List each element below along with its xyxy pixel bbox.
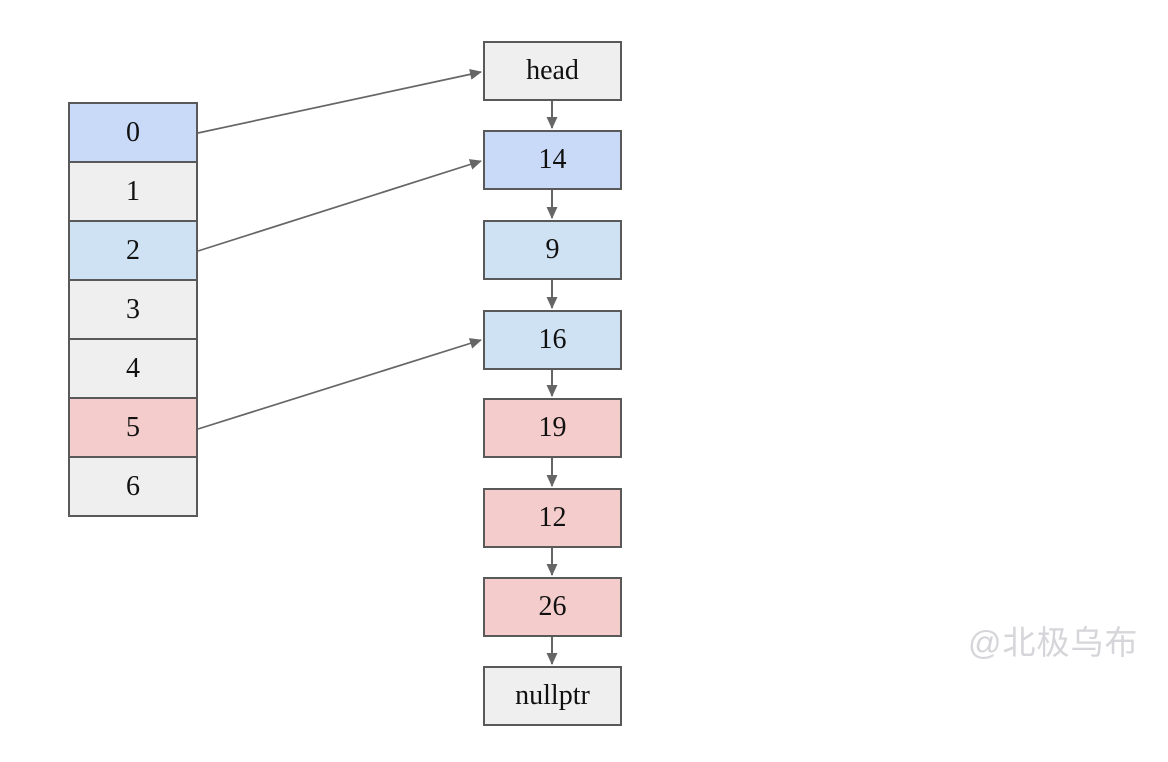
pointer-arrow-cell0-head [197, 68, 482, 134]
list-node-9: 9 [483, 220, 622, 280]
array-cell-5: 5 [68, 397, 198, 458]
list-node-26: 26 [483, 577, 622, 637]
list-node-head: head [483, 41, 622, 101]
list-node-14: 14 [483, 130, 622, 190]
array-cell-3: 3 [68, 279, 198, 340]
list-node-nullptr: nullptr [483, 666, 622, 726]
array-cell-0: 0 [68, 102, 198, 163]
array-cell-4: 4 [68, 338, 198, 399]
array-cell-1: 1 [68, 161, 198, 222]
watermark: @北极乌布 [968, 624, 1139, 661]
pointer-arrow-cell2-node14 [197, 159, 482, 252]
list-node-16: 16 [483, 310, 622, 370]
pointer-arrow-cell5-node16 [197, 338, 482, 430]
list-node-12: 12 [483, 488, 622, 548]
list-node-19: 19 [483, 398, 622, 458]
array-cell-6: 6 [68, 456, 198, 517]
index-array: 0 1 2 3 4 5 6 [68, 102, 198, 517]
array-cell-2: 2 [68, 220, 198, 281]
